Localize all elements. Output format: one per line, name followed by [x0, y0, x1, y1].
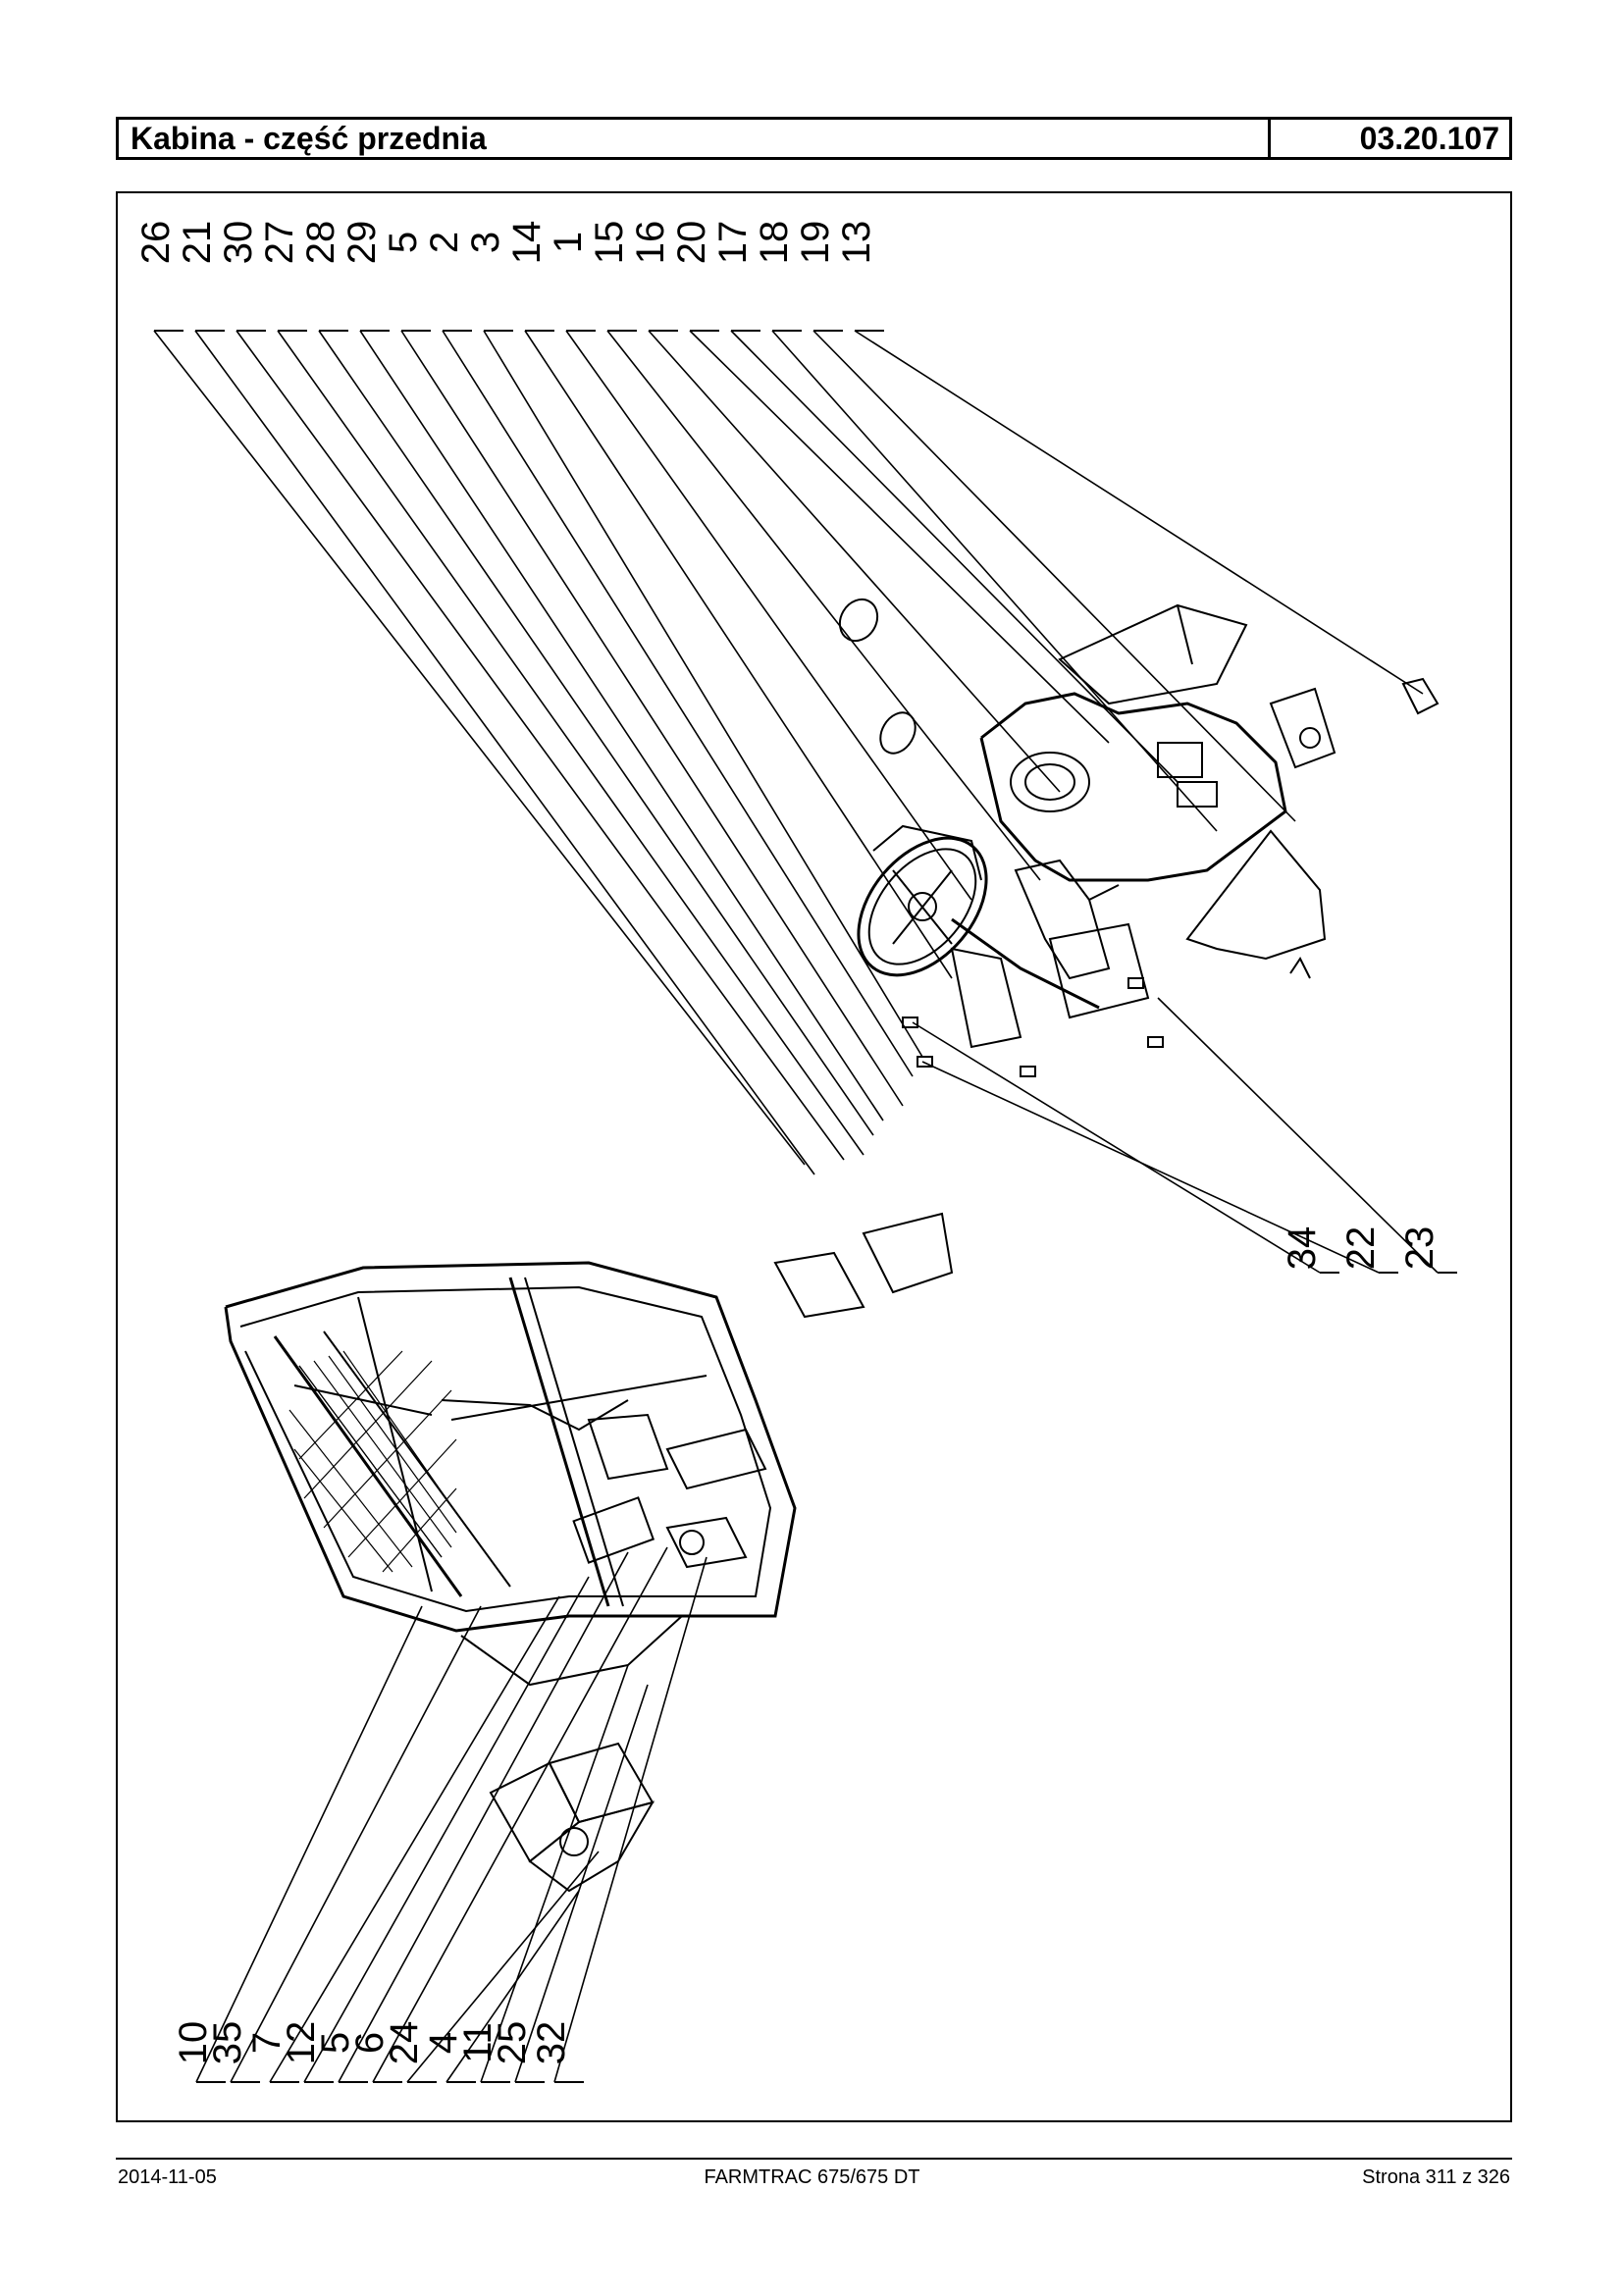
mounting-bracket — [1014, 859, 1120, 980]
cab-front-parts-illustration: 2621302728295231411516201718191323223410… — [134, 221, 1457, 2083]
callout-top-17: 13 — [835, 221, 878, 265]
leader-line — [372, 1546, 668, 2083]
leader-line — [480, 1664, 629, 2083]
callout-top-10: 1 — [547, 232, 590, 253]
leader-line — [1157, 997, 1439, 1274]
footer-divider — [116, 2158, 1512, 2160]
leader-line — [565, 330, 972, 901]
leader-line — [483, 330, 923, 1058]
callout-top-11: 15 — [588, 221, 631, 265]
leader-line — [338, 1551, 629, 2083]
leader-line — [230, 1605, 482, 2083]
leader-line — [648, 330, 1061, 793]
leader-line — [400, 330, 904, 1107]
leader-line — [730, 330, 1179, 783]
leader-line — [442, 330, 914, 1077]
page-header: Kabina - część przednia 03.20.107 — [116, 117, 1512, 160]
leader-line — [359, 330, 884, 1121]
section-code: 03.20.107 — [1268, 120, 1509, 157]
callout-bottom-8: 11 — [456, 2022, 499, 2063]
leader-line — [194, 330, 815, 1175]
leader-line — [445, 1890, 580, 2083]
footer-page-number: Strona 311 z 326 — [1362, 2166, 1510, 2188]
callout-bottom-10: 32 — [530, 2021, 573, 2065]
callout-bottom-6: 24 — [383, 2021, 426, 2065]
leader-line — [153, 330, 806, 1166]
leader-line — [269, 1595, 560, 2083]
leader-line — [812, 330, 1296, 822]
callout-top-2: 30 — [217, 221, 260, 265]
callout-top-1: 21 — [176, 221, 219, 265]
callout-right-2: 34 — [1281, 1226, 1324, 1271]
callout-top-8: 3 — [464, 232, 507, 253]
callout-top-16: 19 — [794, 221, 837, 265]
callout-bottom-1: 35 — [206, 2021, 249, 2065]
callout-bottom-4: 5 — [314, 2032, 357, 2054]
footer-model: FARMTRAC 675/675 DT — [704, 2166, 920, 2188]
leader-line — [921, 1061, 1380, 1274]
callout-top-0: 26 — [134, 221, 178, 265]
callout-top-5: 29 — [341, 221, 384, 265]
leader-line — [277, 330, 864, 1156]
side-shroud-right — [1185, 829, 1327, 961]
callout-top-6: 5 — [382, 232, 425, 253]
steering-wheel-assembly — [857, 824, 1150, 1049]
leader-line — [524, 330, 953, 979]
callout-right-1: 22 — [1339, 1226, 1383, 1271]
callout-top-15: 18 — [753, 221, 796, 265]
callout-right-0: 23 — [1398, 1226, 1441, 1271]
small-bracket-box — [489, 1742, 655, 1893]
leader-line — [318, 330, 874, 1136]
leader-line — [606, 330, 1041, 881]
leader-line — [689, 330, 1110, 744]
leader-line — [195, 1605, 423, 2083]
leader-line — [236, 330, 845, 1161]
page-title: Kabina - część przednia — [131, 121, 487, 156]
cab-frame — [224, 1261, 797, 1687]
callout-bottom-7: 4 — [422, 2032, 465, 2054]
callout-top-14: 17 — [711, 221, 755, 265]
callout-top-9: 14 — [505, 221, 549, 265]
callout-top-13: 20 — [670, 221, 713, 265]
leader-line — [912, 1021, 1321, 1274]
small-hardware — [773, 598, 1440, 1319]
footer-date: 2014-11-05 — [118, 2166, 217, 2188]
callout-bottom-5: 6 — [348, 2032, 392, 2054]
callout-bottom-0: 10 — [172, 2021, 215, 2065]
leader-line — [771, 330, 1218, 832]
callout-top-12: 16 — [629, 221, 672, 265]
leader-line — [303, 1576, 590, 2083]
callout-bottom-9: 25 — [491, 2021, 534, 2065]
callout-top-4: 28 — [299, 221, 342, 265]
side-shroud-left — [1058, 603, 1248, 705]
callout-bottom-2: 7 — [245, 2032, 288, 2054]
callout-top-3: 27 — [258, 221, 301, 265]
callout-bottom-3: 12 — [280, 2021, 323, 2065]
leader-line — [854, 330, 1424, 695]
dashboard-panel — [979, 692, 1287, 882]
leader-line — [553, 1556, 707, 2083]
callout-top-7: 2 — [423, 232, 466, 253]
